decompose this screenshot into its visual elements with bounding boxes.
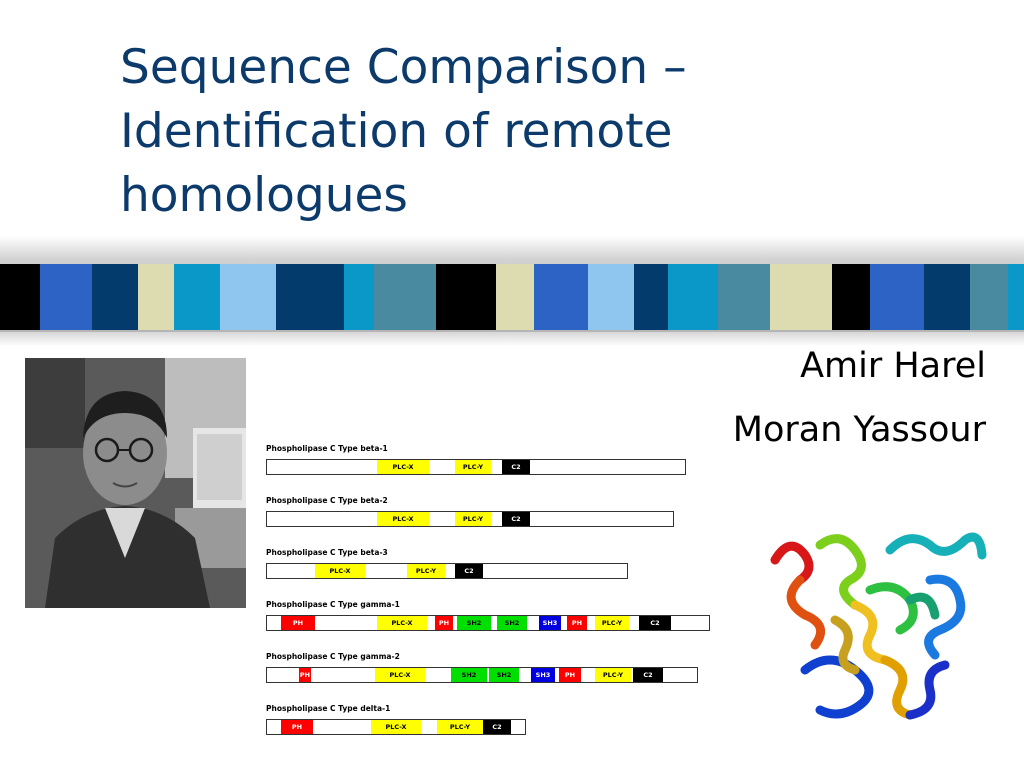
domain-block: PLC-X: [377, 460, 429, 474]
domain-block: SH2: [451, 668, 487, 682]
band-segment: [588, 264, 634, 330]
decorative-color-band: [0, 262, 1024, 332]
protein-name: Phospholipase C Type beta-1: [266, 444, 388, 453]
band-segment: [668, 264, 718, 330]
band-segment: [970, 264, 1008, 330]
domain-block: C2: [502, 460, 530, 474]
protein-name: Phospholipase C Type beta-3: [266, 548, 388, 557]
title-line-1: Sequence Comparison –: [120, 40, 687, 95]
domain-block: PLC-X: [315, 564, 365, 578]
band-segment: [436, 264, 496, 330]
protein-name: Phospholipase C Type beta-2: [266, 496, 388, 505]
band-segment: [40, 264, 92, 330]
domain-block: SH3: [531, 668, 555, 682]
protein-sequence-bar: PLC-X PLC-Y C2: [266, 511, 674, 527]
band-segment: [374, 264, 436, 330]
band-segment: [870, 264, 924, 330]
portrait-photo: [25, 358, 246, 608]
slide-title: Sequence Comparison – Identification of …: [120, 36, 820, 228]
band-segment: [138, 264, 174, 330]
title-line-3: homologues: [120, 168, 408, 223]
protein-sequence-bar: PH PLC-X PH SH2 SH2 SH3 PH PLC-Y C2: [266, 615, 710, 631]
title-line-2: Identification of remote: [120, 104, 673, 159]
domain-block: C2: [639, 616, 671, 630]
band-segment: [344, 264, 374, 330]
band-segment: [220, 264, 276, 330]
domain-block: PLC-Y: [437, 720, 483, 734]
domain-block: PLC-Y: [455, 460, 491, 474]
domain-block: PH: [567, 616, 587, 630]
domain-block: PLC-Y: [595, 668, 631, 682]
band-segment: [0, 264, 40, 330]
protein-structure-image: [760, 520, 990, 725]
domain-block: SH2: [489, 668, 519, 682]
band-segment: [718, 264, 770, 330]
domain-block: C2: [455, 564, 483, 578]
protein-name: Phospholipase C Type gamma-2: [266, 652, 400, 661]
domain-block: PLC-Y: [407, 564, 445, 578]
band-segment: [92, 264, 138, 330]
portrait-photo-drawing: [25, 358, 246, 608]
domain-block: PLC-Y: [595, 616, 629, 630]
protein-ribbon-drawing: [770, 532, 987, 720]
band-segment: [496, 264, 534, 330]
band-segment: [1008, 264, 1024, 330]
protein-sequence-bar: PLC-X PLC-Y C2: [266, 459, 686, 475]
band-segment: [634, 264, 668, 330]
domain-block: PLC-X: [375, 668, 425, 682]
domain-block: PLC-Y: [455, 512, 491, 526]
band-segment: [924, 264, 970, 330]
domain-block: SH2: [457, 616, 491, 630]
domain-block: PH: [435, 616, 453, 630]
domain-block: C2: [502, 512, 530, 526]
domain-block: PH: [299, 668, 311, 682]
domain-block: PLC-X: [371, 720, 421, 734]
domain-block: PH: [281, 720, 313, 734]
author-name-1: Amir Harel: [800, 346, 986, 386]
domain-block: C2: [483, 720, 511, 734]
domain-block: C2: [633, 668, 663, 682]
domain-block: PH: [281, 616, 315, 630]
protein-name: Phospholipase C Type delta-1: [266, 704, 391, 713]
domain-block: SH2: [497, 616, 527, 630]
band-segment: [174, 264, 220, 330]
domain-block: PLC-X: [377, 512, 429, 526]
protein-name: Phospholipase C Type gamma-1: [266, 600, 400, 609]
band-segment: [832, 264, 870, 330]
band-segment: [770, 264, 832, 330]
band-segment: [276, 264, 344, 330]
author-name-2: Moran Yassour: [732, 410, 986, 450]
domain-block: PLC-X: [377, 616, 427, 630]
protein-sequence-bar: PLC-X PLC-Y C2: [266, 563, 628, 579]
band-segment: [534, 264, 588, 330]
domain-block: PH: [559, 668, 581, 682]
domain-block: SH3: [539, 616, 561, 630]
